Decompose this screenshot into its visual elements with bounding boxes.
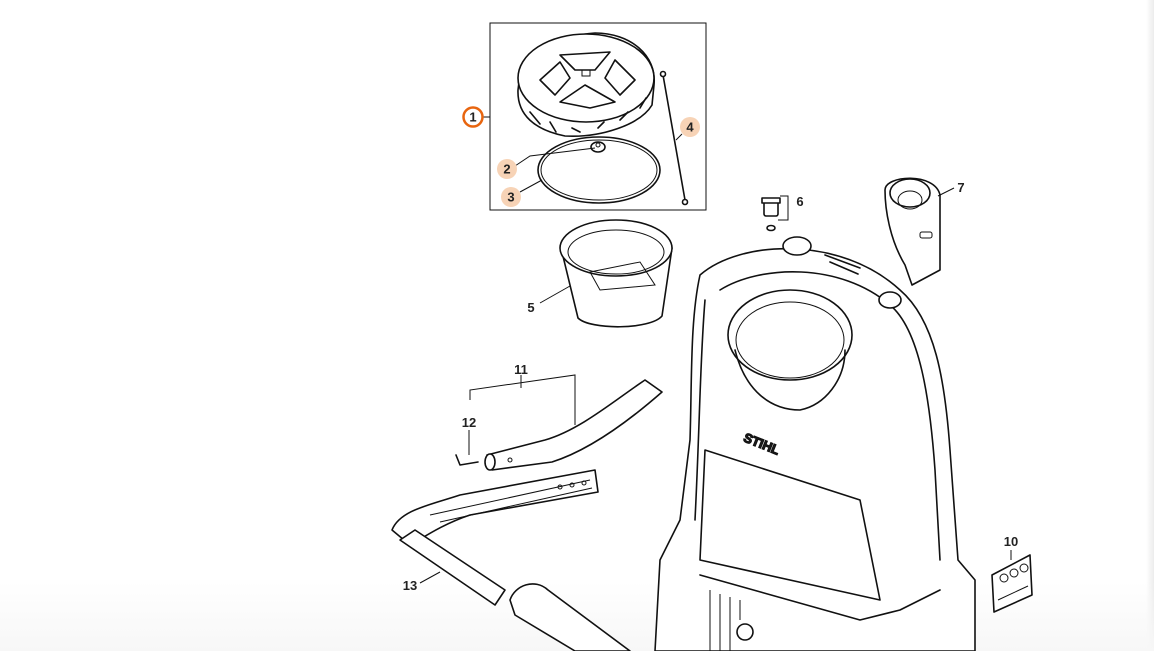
- part-valve[interactable]: [590, 141, 606, 153]
- part-tank-cap[interactable]: [517, 32, 655, 137]
- callout-6[interactable]: 6: [796, 194, 803, 209]
- part-lance-holder[interactable]: [884, 177, 941, 286]
- callout-1[interactable]: 1: [462, 106, 484, 128]
- part-pin[interactable]: [455, 454, 479, 466]
- part-strainer-basket[interactable]: [559, 219, 673, 328]
- callout-1-label: 1: [469, 110, 476, 125]
- part-rod[interactable]: [662, 74, 686, 201]
- callout-2[interactable]: 2: [497, 159, 517, 179]
- callout-11[interactable]: 11: [514, 362, 528, 377]
- callout-10[interactable]: 10: [1004, 534, 1018, 549]
- callout-4[interactable]: 4: [680, 117, 700, 137]
- callout-3[interactable]: 3: [501, 187, 521, 207]
- part-lever[interactable]: [391, 469, 631, 651]
- part-hose-tube[interactable]: [484, 379, 663, 471]
- viewer-edge-shadow: [1146, 0, 1154, 651]
- part-plug[interactable]: [761, 197, 781, 232]
- callout-13[interactable]: 13: [403, 578, 417, 593]
- callout-4-label: 4: [686, 120, 694, 135]
- callout-7[interactable]: 7: [957, 180, 964, 195]
- part-warning-label[interactable]: [991, 554, 1033, 613]
- part-o-ring[interactable]: [537, 136, 661, 204]
- callout-12[interactable]: 12: [462, 415, 476, 430]
- part-o-ring-inner: [540, 139, 658, 201]
- part-tank[interactable]: STIHL: [654, 236, 976, 651]
- callout-2-label: 2: [503, 162, 510, 177]
- callout-3-label: 3: [507, 190, 514, 205]
- callout-5[interactable]: 5: [527, 300, 534, 315]
